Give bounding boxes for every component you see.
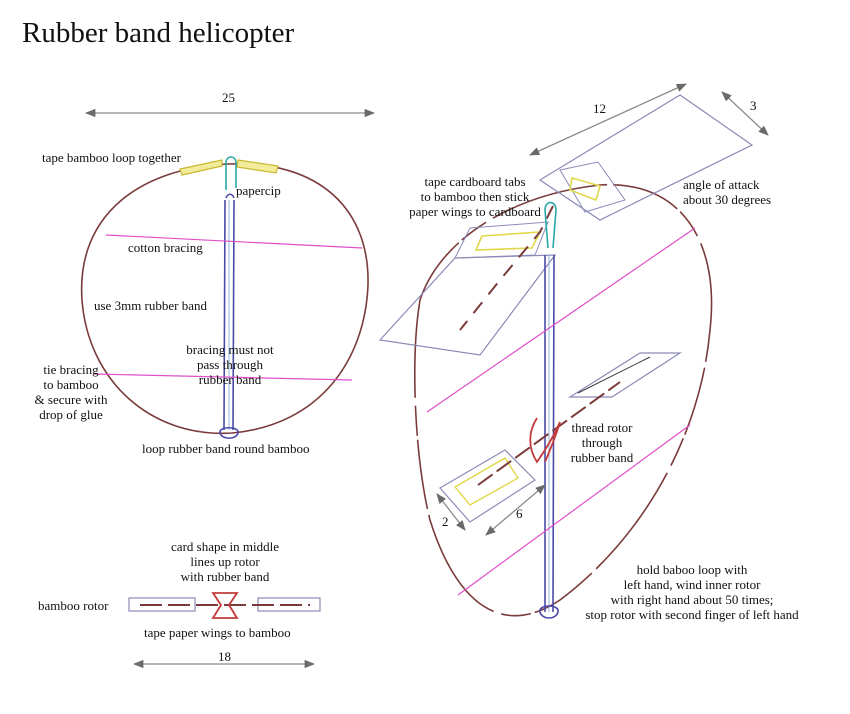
hold-loop-label: hold baboo loop with left hand, wind inn… [585,562,799,622]
thread-rotor-label: thread rotor through rubber band [570,420,634,465]
dimension-6-label: 6 [516,506,523,521]
loop-rubber-band-label: loop rubber band round bamboo [142,441,310,456]
side-view-loop [378,83,769,619]
papercip-label: papercip [236,183,281,198]
upper-bracing [105,234,363,249]
rubber-band-front [223,193,235,431]
dimension-25-label: 25 [222,90,235,105]
bracing-note-label: bracing must not pass through rubber ban… [186,342,274,387]
tape-cardboard-label: tape cardboard tabs to bamboo then stick… [409,174,541,219]
rotor-blade-left [128,597,196,612]
dimension-3-arrow [721,91,769,136]
side-rotor-blade-back [567,352,683,398]
rubber-band-knot [219,426,239,440]
card-shape-label: card shape in middle lines up rotor with… [171,539,279,584]
front-view-loop [80,156,369,440]
angle-of-attack-label: angle of attack about 30 degrees [683,177,772,207]
rubber-band-side [544,254,555,613]
lower-side-bracing [457,424,691,596]
diagram-title: Rubber band helicopter [22,17,295,49]
tape-loop-label: tape bamboo loop together [42,150,181,165]
dimension-12-label: 12 [593,101,606,116]
dimension-6-arrow [485,484,546,536]
side-paperclip [544,201,557,249]
upper-wing-left-tab [454,221,549,259]
dimension-2-arrow [436,493,466,531]
side-rotor-card [529,417,561,464]
lower-bracing [93,373,353,381]
loop-tape [179,159,279,176]
side-rotor-bamboo [477,381,621,486]
rubber-band-size-label: use 3mm rubber band [94,298,208,313]
dimension-2-label: 2 [442,514,449,529]
bamboo-loop [80,163,369,435]
cotton-bracing-label: cotton bracing [128,240,203,255]
upper-wing-left [378,254,557,356]
bamboo-rotor-detail [128,592,321,619]
rotor-card-shape [211,592,239,619]
paperclip [225,156,237,190]
dimension-18-label: 18 [218,649,231,664]
dimension-3-label: 3 [750,98,757,113]
wing-bamboo-dashed [459,205,554,331]
upper-wing-right-tab [559,161,626,213]
upper-side-bracing [426,227,696,413]
bamboo-rotor-label: bamboo rotor [38,598,109,613]
tape-wings-label: tape paper wings to bamboo [144,625,291,640]
dimension-12-arrow [529,83,687,156]
tie-bracing-label: tie bracing to bamboo & secure with drop… [34,362,108,422]
